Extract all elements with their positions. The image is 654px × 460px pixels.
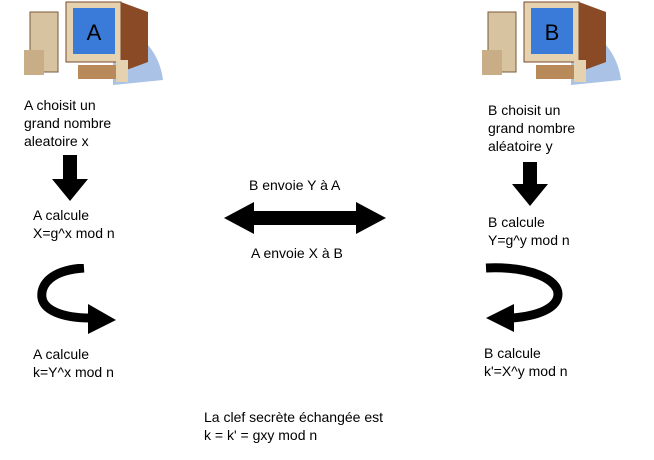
line: Y=g^y mod n	[488, 232, 570, 248]
double-arrow-icon	[224, 202, 386, 234]
computer-b-label: B	[545, 20, 560, 45]
line: aleatoire x	[24, 133, 89, 149]
line: aléatoire y	[488, 138, 553, 154]
computer-a-icon: A	[24, 1, 163, 85]
down-arrow-b-icon	[512, 162, 548, 206]
computer-b-icon: B	[482, 1, 621, 85]
line: k=Y^x mod n	[33, 364, 114, 380]
curved-arrow-b-icon	[485, 263, 563, 332]
line: k'=X^y mod n	[484, 363, 568, 379]
line: La clef secrète échangée est	[204, 409, 384, 425]
exchange-bottom-text: A envoie X à B	[251, 245, 343, 261]
a-calc2-text: A calcule k=Y^x mod n	[33, 345, 114, 381]
line: A calcule	[33, 346, 90, 362]
conclusion-text: La clef secrète échangée est k = k' = gx…	[204, 408, 383, 444]
curved-arrow-a-icon	[37, 264, 116, 334]
a-choose-text: A choisit un grand nombre aleatoire x	[24, 96, 111, 150]
line: B calcule	[484, 345, 541, 361]
line: k = k' = gxy mod n	[204, 427, 318, 443]
b-choose-text: B choisit un grand nombre aléatoire y	[488, 101, 575, 155]
line: B calcule	[488, 214, 545, 230]
b-calc1-text: B calcule Y=g^y mod n	[488, 213, 570, 249]
a-calc1-text: A calcule X=g^x mod n	[33, 206, 115, 242]
exchange-top-text: B envoie Y à A	[249, 177, 341, 193]
line: grand nombre	[488, 120, 576, 136]
line: A calcule	[33, 207, 90, 223]
line: A choisit un	[24, 97, 96, 113]
b-calc2-text: B calcule k'=X^y mod n	[484, 344, 568, 380]
down-arrow-a-icon	[52, 155, 88, 201]
line: B choisit un	[488, 102, 561, 118]
computer-a-label: A	[87, 20, 102, 45]
line: grand nombre	[24, 115, 112, 131]
line: X=g^x mod n	[33, 225, 115, 241]
